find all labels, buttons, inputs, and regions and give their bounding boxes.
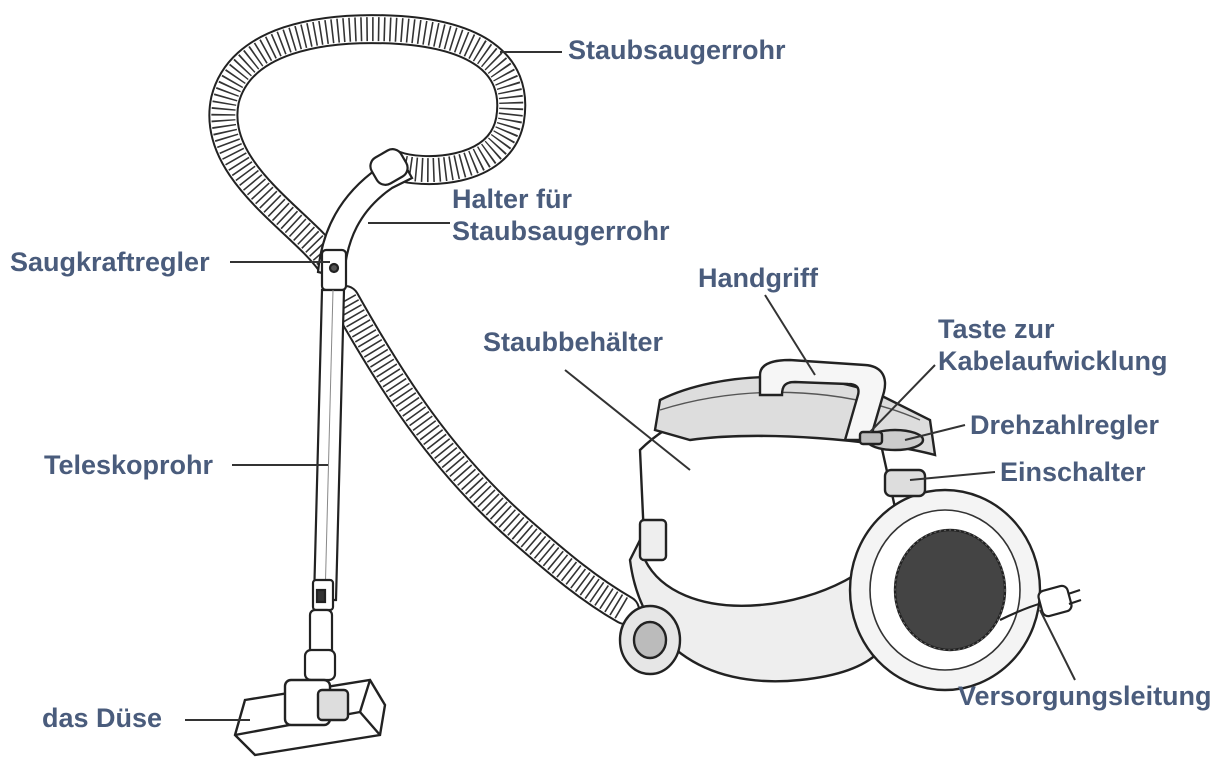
label-telescopic-tube: Teleskoprohr	[44, 450, 214, 480]
leader-power-switch	[909, 471, 996, 481]
label-nozzle: das Düse	[42, 703, 163, 733]
label-power-switch: Einschalter	[1000, 457, 1146, 487]
leader-dust-container	[564, 369, 691, 471]
floor-nozzle	[233, 678, 387, 757]
wand-handle	[316, 148, 414, 292]
label-cable-rewind-line2: Kabelaufwicklung	[938, 346, 1168, 376]
label-handle: Handgriff	[698, 263, 818, 293]
label-dust-container: Staubbehälter	[483, 327, 664, 357]
label-hose-holder-line1: Halter für	[452, 184, 573, 214]
hose	[208, 14, 640, 625]
label-cable-rewind-button: Taste zur Kabelaufwicklung	[938, 313, 1168, 377]
label-cable-rewind-line1: Taste zur	[938, 314, 1055, 344]
telescopic-tube	[303, 288, 346, 682]
leader-speed-control	[904, 424, 966, 441]
label-power-cord: Versorgungsleitung	[958, 681, 1212, 711]
label-hose: Staubsaugerrohr	[568, 35, 786, 65]
canister-body	[618, 358, 1042, 692]
power-cord	[999, 584, 1082, 621]
label-hose-holder: Halter für Staubsaugerrohr	[452, 183, 670, 247]
label-speed-control: Drehzahlregler	[970, 410, 1160, 440]
label-hose-holder-line2: Staubsaugerrohr	[452, 216, 670, 246]
leader-lines	[185, 51, 1076, 721]
leader-handle	[764, 294, 816, 376]
leader-power-cord	[1039, 609, 1076, 681]
label-suction-control: Saugkraftregler	[10, 247, 210, 277]
leader-cable-rewind	[869, 364, 936, 433]
